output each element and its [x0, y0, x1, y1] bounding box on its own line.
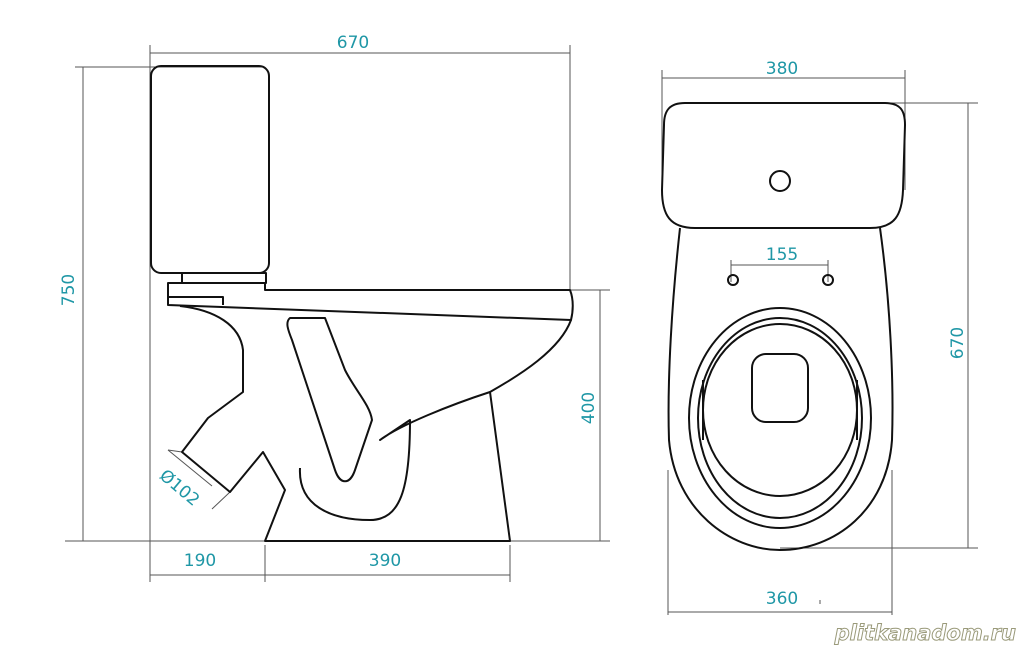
bolt-hole-right	[822, 274, 834, 286]
seat-lid-side	[167, 282, 574, 321]
seat-outer	[688, 307, 872, 529]
dim-tank-width-380: 380	[766, 59, 798, 79]
bolt-hole-left	[727, 274, 739, 286]
toilet-side-view	[150, 65, 574, 542]
dim-height-750: 750	[59, 274, 79, 306]
bowl-body-side	[179, 305, 572, 542]
watermark: plitkanadom.ru	[834, 621, 1016, 645]
dim-outlet-190: 190	[184, 551, 216, 571]
top-view-dimensions	[661, 70, 978, 615]
side-view-dimensions	[65, 45, 610, 582]
dim-bolt-spacing-155: 155	[766, 245, 798, 265]
dim-bowl-width-360: 360	[766, 589, 798, 609]
seat-inner	[697, 317, 863, 519]
bowl-drain-top	[751, 353, 809, 423]
seat-opening	[702, 323, 858, 497]
dim-bowl-height-400: 400	[579, 392, 599, 424]
bowl-outline-top	[667, 227, 894, 551]
flush-button-icon	[769, 170, 791, 192]
cistern-side	[150, 65, 270, 274]
cistern-base	[181, 272, 267, 284]
cistern-top	[661, 102, 906, 229]
trap-side	[286, 317, 373, 483]
toilet-top-view	[661, 102, 906, 551]
dim-width-670: 670	[337, 33, 369, 53]
dim-depth-670: 670	[948, 327, 968, 359]
dim-base-390: 390	[369, 551, 401, 571]
